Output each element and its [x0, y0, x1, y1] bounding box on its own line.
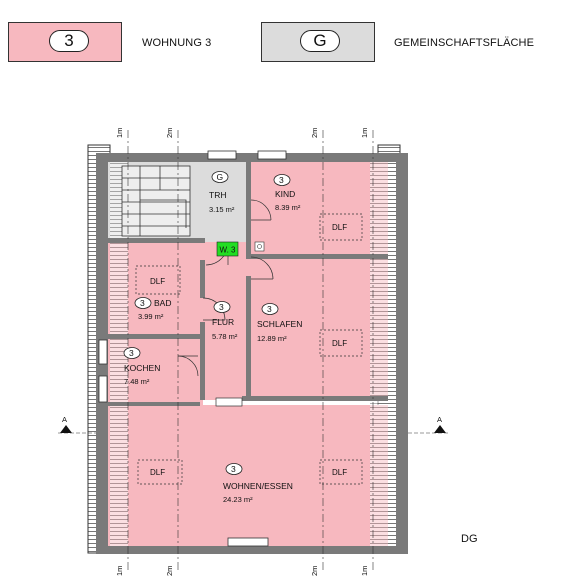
- legend-unit-label: WOHNUNG 3: [142, 37, 212, 49]
- dim-bottom-2m-right: 2m: [310, 566, 319, 576]
- section-label-left: A: [62, 415, 67, 424]
- slope-hatch-left: [110, 162, 128, 548]
- section-marker-right: A: [408, 415, 450, 434]
- dlf-box-wohnen-left: [137, 459, 183, 485]
- room-kochen-name: KOCHEN: [124, 363, 160, 373]
- room-schlafen-area: 12.89 m²: [257, 334, 287, 343]
- dlf-label-wohnen-left: DLF: [150, 468, 165, 477]
- dlf-box-bad: [135, 265, 181, 295]
- dlf-box-kind: [319, 213, 363, 241]
- dlf-box-schlafen: [319, 329, 363, 357]
- room-wohnen-marker: 3: [231, 464, 236, 474]
- small-fixture-icon: [254, 241, 265, 252]
- room-bad-marker: 3: [140, 298, 145, 308]
- room-bad-area: 3.99 m²: [138, 312, 164, 321]
- room-wohnen-area: 24.23 m²: [223, 495, 253, 504]
- room-kind-area: 8.39 m²: [275, 203, 301, 212]
- walls: [96, 153, 408, 554]
- section-marker-left: A: [58, 415, 96, 434]
- room-wohnen-name: WOHNEN/ESSEN: [223, 481, 293, 491]
- floor-label: DG: [461, 533, 478, 545]
- dlf-box-wohnen-right: [319, 459, 363, 485]
- room-schlafen-name: SCHLAFEN: [257, 319, 302, 329]
- dim-bottom-2m-left: 2m: [165, 566, 174, 576]
- room-kind-marker: 3: [279, 175, 284, 185]
- room-fill-kind: [250, 162, 388, 254]
- dlf-label-wohnen-right: DLF: [332, 468, 347, 477]
- room-fill-wohnen: [108, 405, 388, 548]
- room-flur-name: FLUR: [212, 317, 234, 327]
- dim-top-1m-left: 1m: [115, 128, 124, 138]
- room-trh-marker: G: [217, 172, 224, 182]
- legend-unit-box: 3: [8, 22, 122, 62]
- room-trh-area: 3.15 m²: [209, 205, 235, 214]
- dim-bottom-1m-right: 1m: [360, 566, 369, 576]
- dim-top-2m-right: 2m: [310, 128, 319, 138]
- stairs: [121, 165, 191, 237]
- room-fill-flur: [203, 242, 250, 400]
- dlf-label-kind: DLF: [332, 223, 347, 232]
- legend-common-label: GEMEINSCHAFTSFLÄCHE: [394, 37, 535, 49]
- room-kochen-area: 7.48 m²: [124, 377, 150, 386]
- room-kind-name: KIND: [275, 189, 295, 199]
- dim-bottom-1m-left: 1m: [115, 566, 124, 576]
- room-fill-schlafen: [250, 258, 388, 398]
- room-trh-name: TRH: [209, 190, 226, 200]
- room-flur-marker: 3: [219, 302, 224, 312]
- unit-tag-bg: [216, 241, 239, 257]
- room-kochen-marker: 3: [129, 348, 134, 358]
- windows: [98, 150, 287, 547]
- section-label-right: A: [437, 415, 442, 424]
- legend-common-marker: G: [300, 30, 340, 52]
- legend-common-box: G: [261, 22, 375, 62]
- room-schlafen-marker: 3: [267, 304, 272, 314]
- room-flur-area: 5.78 m²: [212, 332, 238, 341]
- dlf-label-bad: DLF: [150, 277, 165, 286]
- dim-top-2m-left: 2m: [165, 128, 174, 138]
- legend-unit-marker: 3: [49, 30, 89, 52]
- dlf-label-schlafen: DLF: [332, 339, 347, 348]
- dim-top-1m-right: 1m: [360, 128, 369, 138]
- unit-tag: W. 3: [220, 246, 237, 255]
- room-bad-name: BAD: [154, 298, 171, 308]
